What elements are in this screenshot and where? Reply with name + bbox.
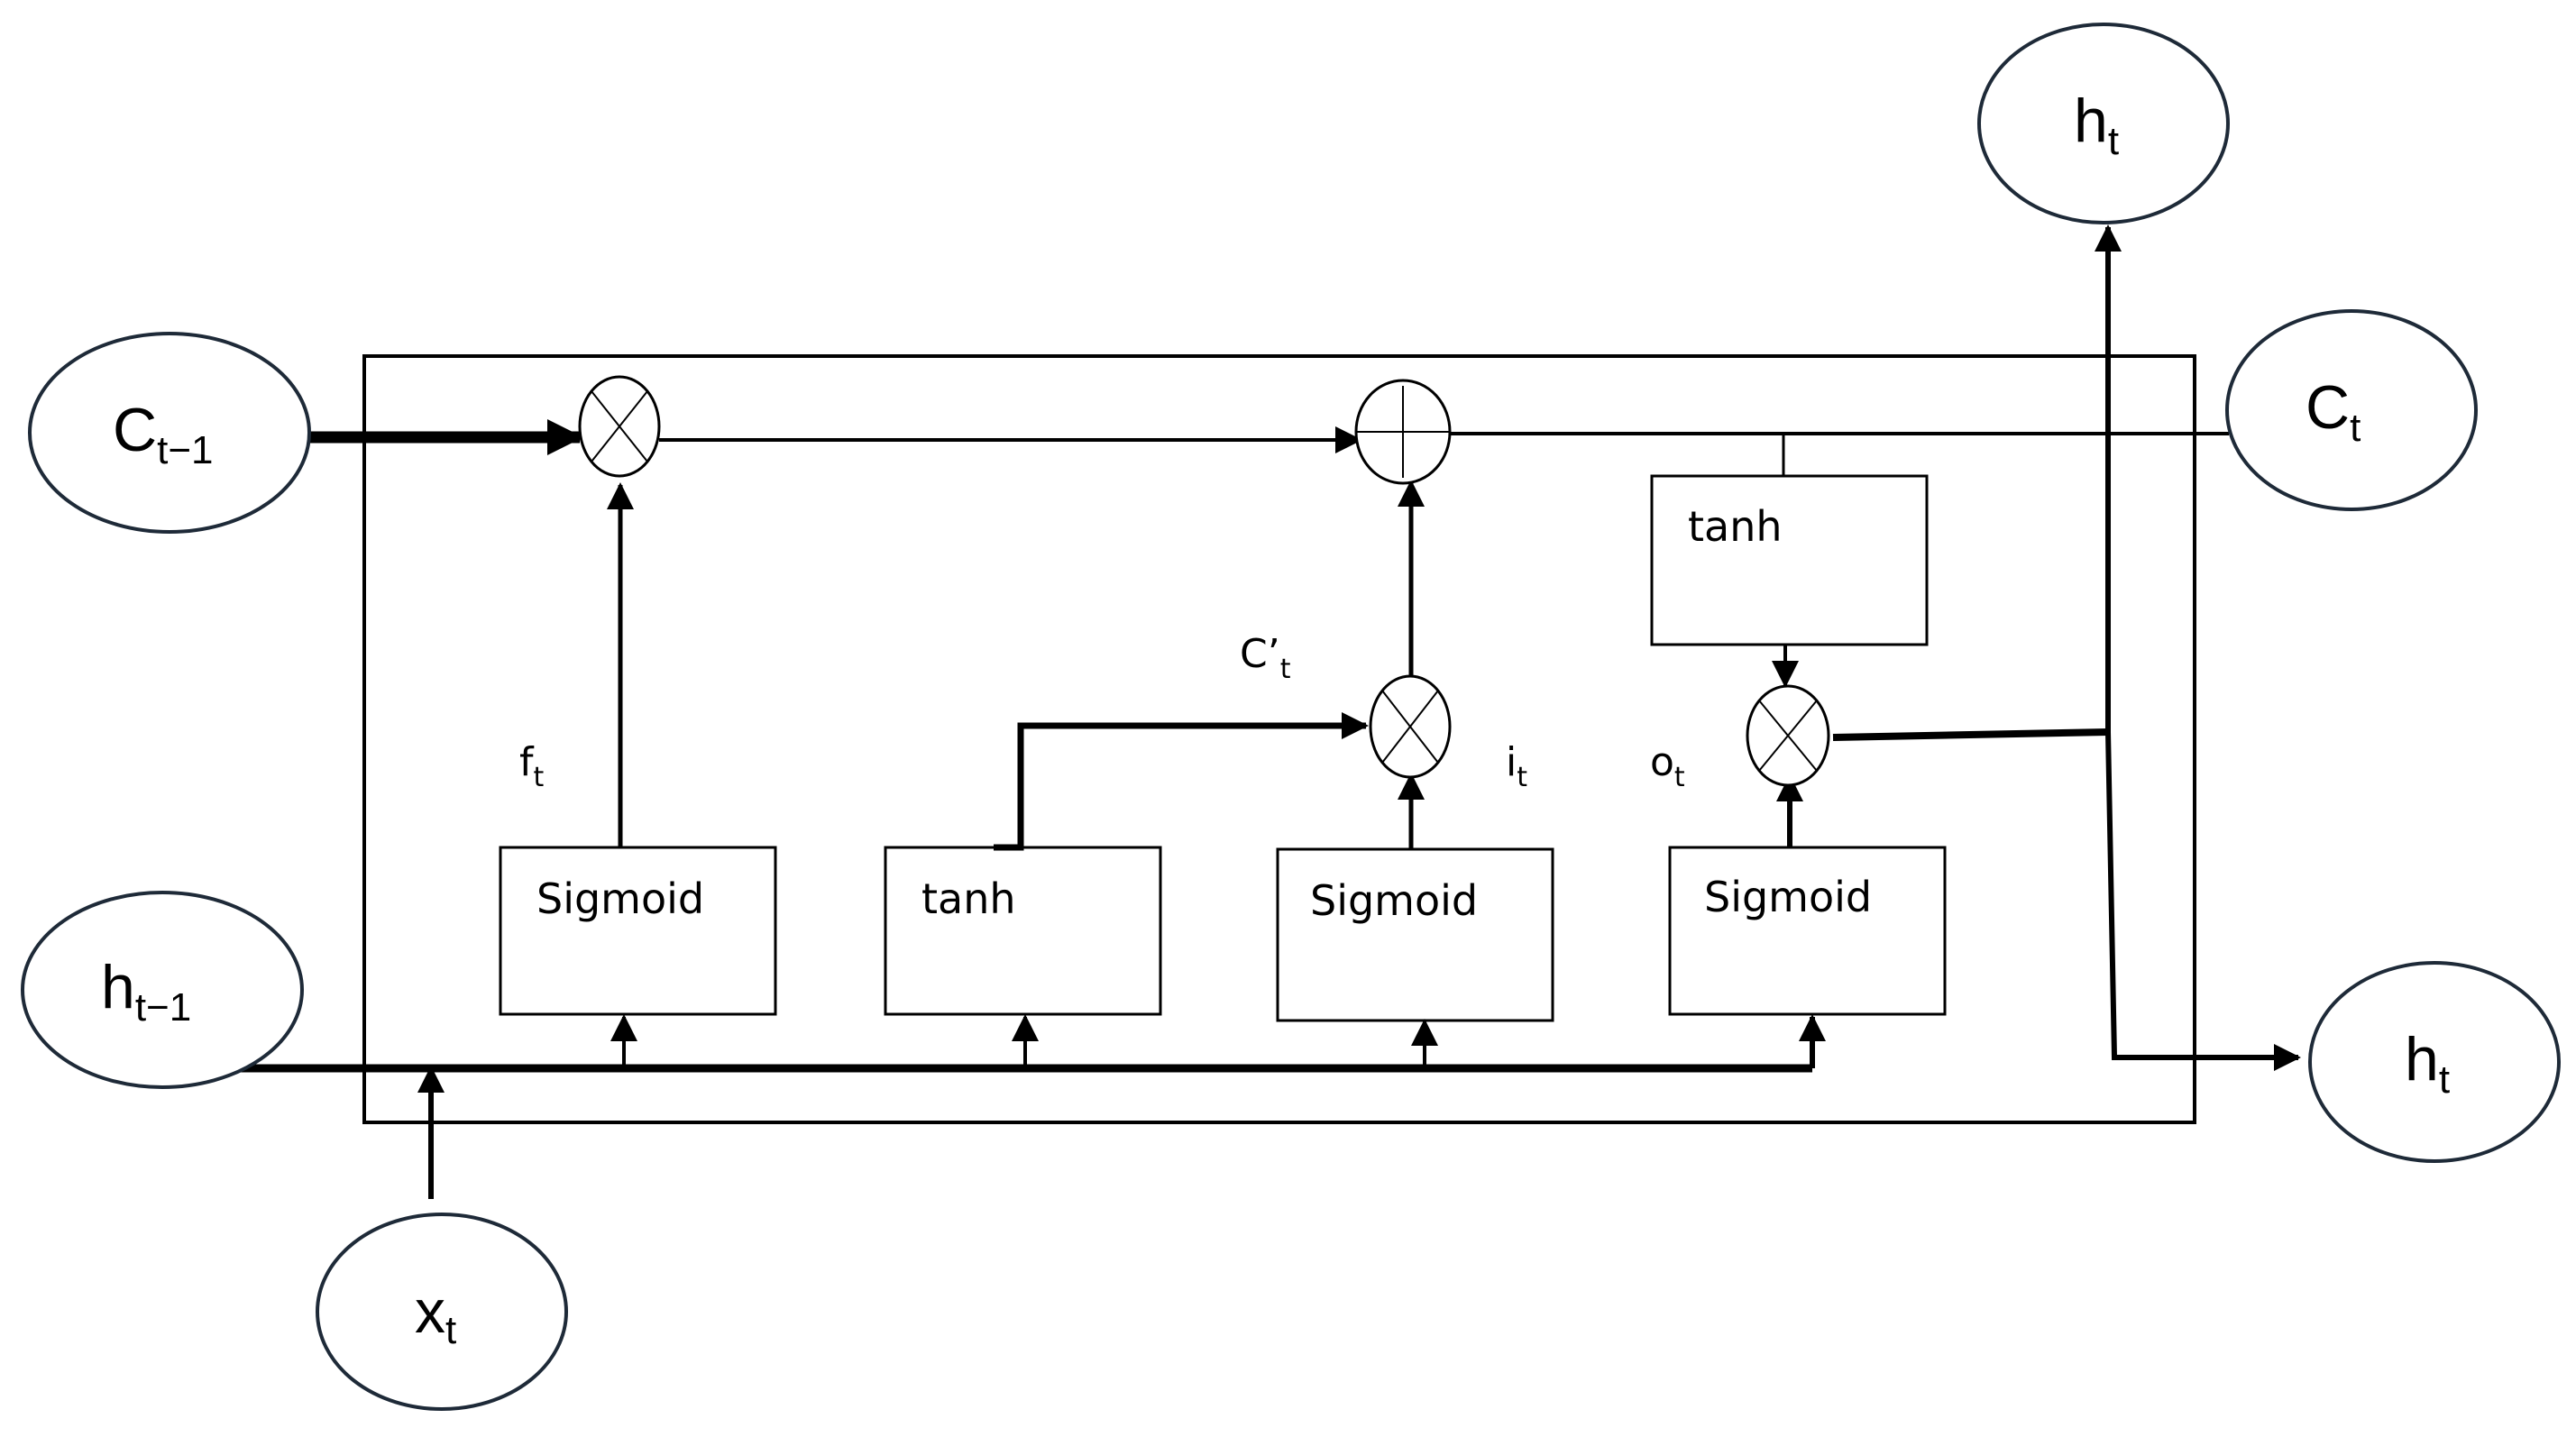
input-x-node: xt xyxy=(316,1213,568,1411)
cell-state-output-node: Ct xyxy=(2225,309,2478,511)
cell-frame xyxy=(362,354,2196,1124)
forget-gate-symbol: ft xyxy=(519,739,545,793)
output-gate-symbol: ot xyxy=(1650,739,1685,793)
forget-gate-box xyxy=(499,846,777,1016)
forget-gate-label: Sigmoid xyxy=(536,874,704,923)
svg-text:Ct−1: Ct−1 xyxy=(113,396,214,472)
prev-hidden-state-node: ht−1 xyxy=(21,891,304,1089)
input-gate-box xyxy=(1276,847,1554,1022)
hidden-output-right-node: ht xyxy=(2308,961,2561,1163)
input-gate-label: Sigmoid xyxy=(1310,876,1478,925)
output-multiply-op xyxy=(1746,684,1830,787)
prev-cell-state-node: Ct−1 xyxy=(28,332,311,534)
svg-text:xt: xt xyxy=(415,1277,456,1352)
cell-tanh-label: tanh xyxy=(1688,502,1783,551)
svg-text:ht−1: ht−1 xyxy=(101,953,191,1030)
svg-text:ht: ht xyxy=(2405,1025,2450,1102)
forget-multiply-op xyxy=(578,375,661,478)
input-gate-symbol: it xyxy=(1506,739,1527,793)
cell-add-op xyxy=(1354,379,1452,485)
cell-tanh-box xyxy=(1650,474,1929,646)
candidate-symbol: C’t xyxy=(1240,631,1291,685)
output-line xyxy=(1832,728,2109,741)
hidden-output-top-node: ht xyxy=(1977,23,2230,224)
output-gate-label: Sigmoid xyxy=(1704,873,1872,921)
candidate-tanh-label: tanh xyxy=(921,874,1016,923)
candidate-arrow xyxy=(994,712,1369,851)
hidden-right-arrow xyxy=(2105,731,2301,1071)
input-multiply-op xyxy=(1369,674,1452,779)
candidate-tanh-box xyxy=(884,846,1162,1016)
svg-text:ht: ht xyxy=(2074,87,2119,163)
svg-text:Ct: Ct xyxy=(2306,373,2361,450)
